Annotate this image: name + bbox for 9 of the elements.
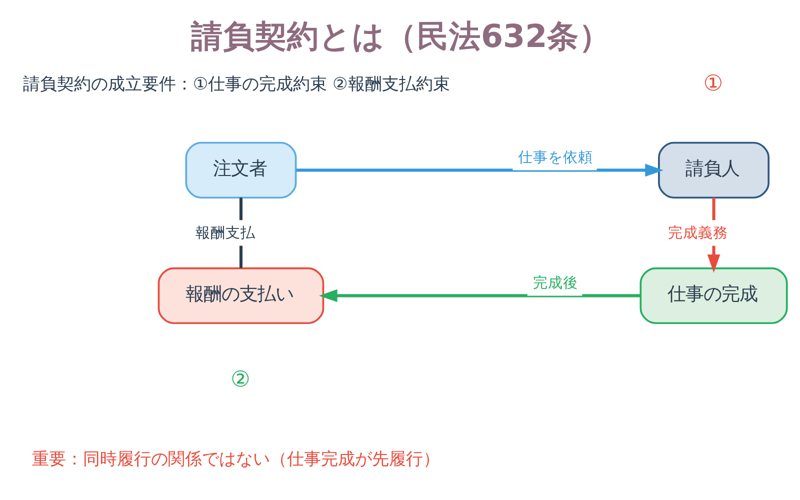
edge-label: 完成後 bbox=[532, 274, 578, 292]
edge-label: 完成義務 bbox=[668, 224, 728, 242]
edge-label: 報酬支払 bbox=[195, 224, 256, 242]
diagram-title: 請負契約とは（民法632条） bbox=[191, 18, 612, 55]
edge-label: 仕事を依頼 bbox=[518, 148, 594, 166]
label: ② bbox=[230, 367, 250, 392]
label: 請負契約の成立要件：①仕事の完成約束 ②報酬支払約束 bbox=[22, 74, 450, 94]
label: 重要：同時履行の関係ではない（仕事完成が先履行） bbox=[32, 450, 440, 470]
label: ① bbox=[703, 71, 724, 96]
